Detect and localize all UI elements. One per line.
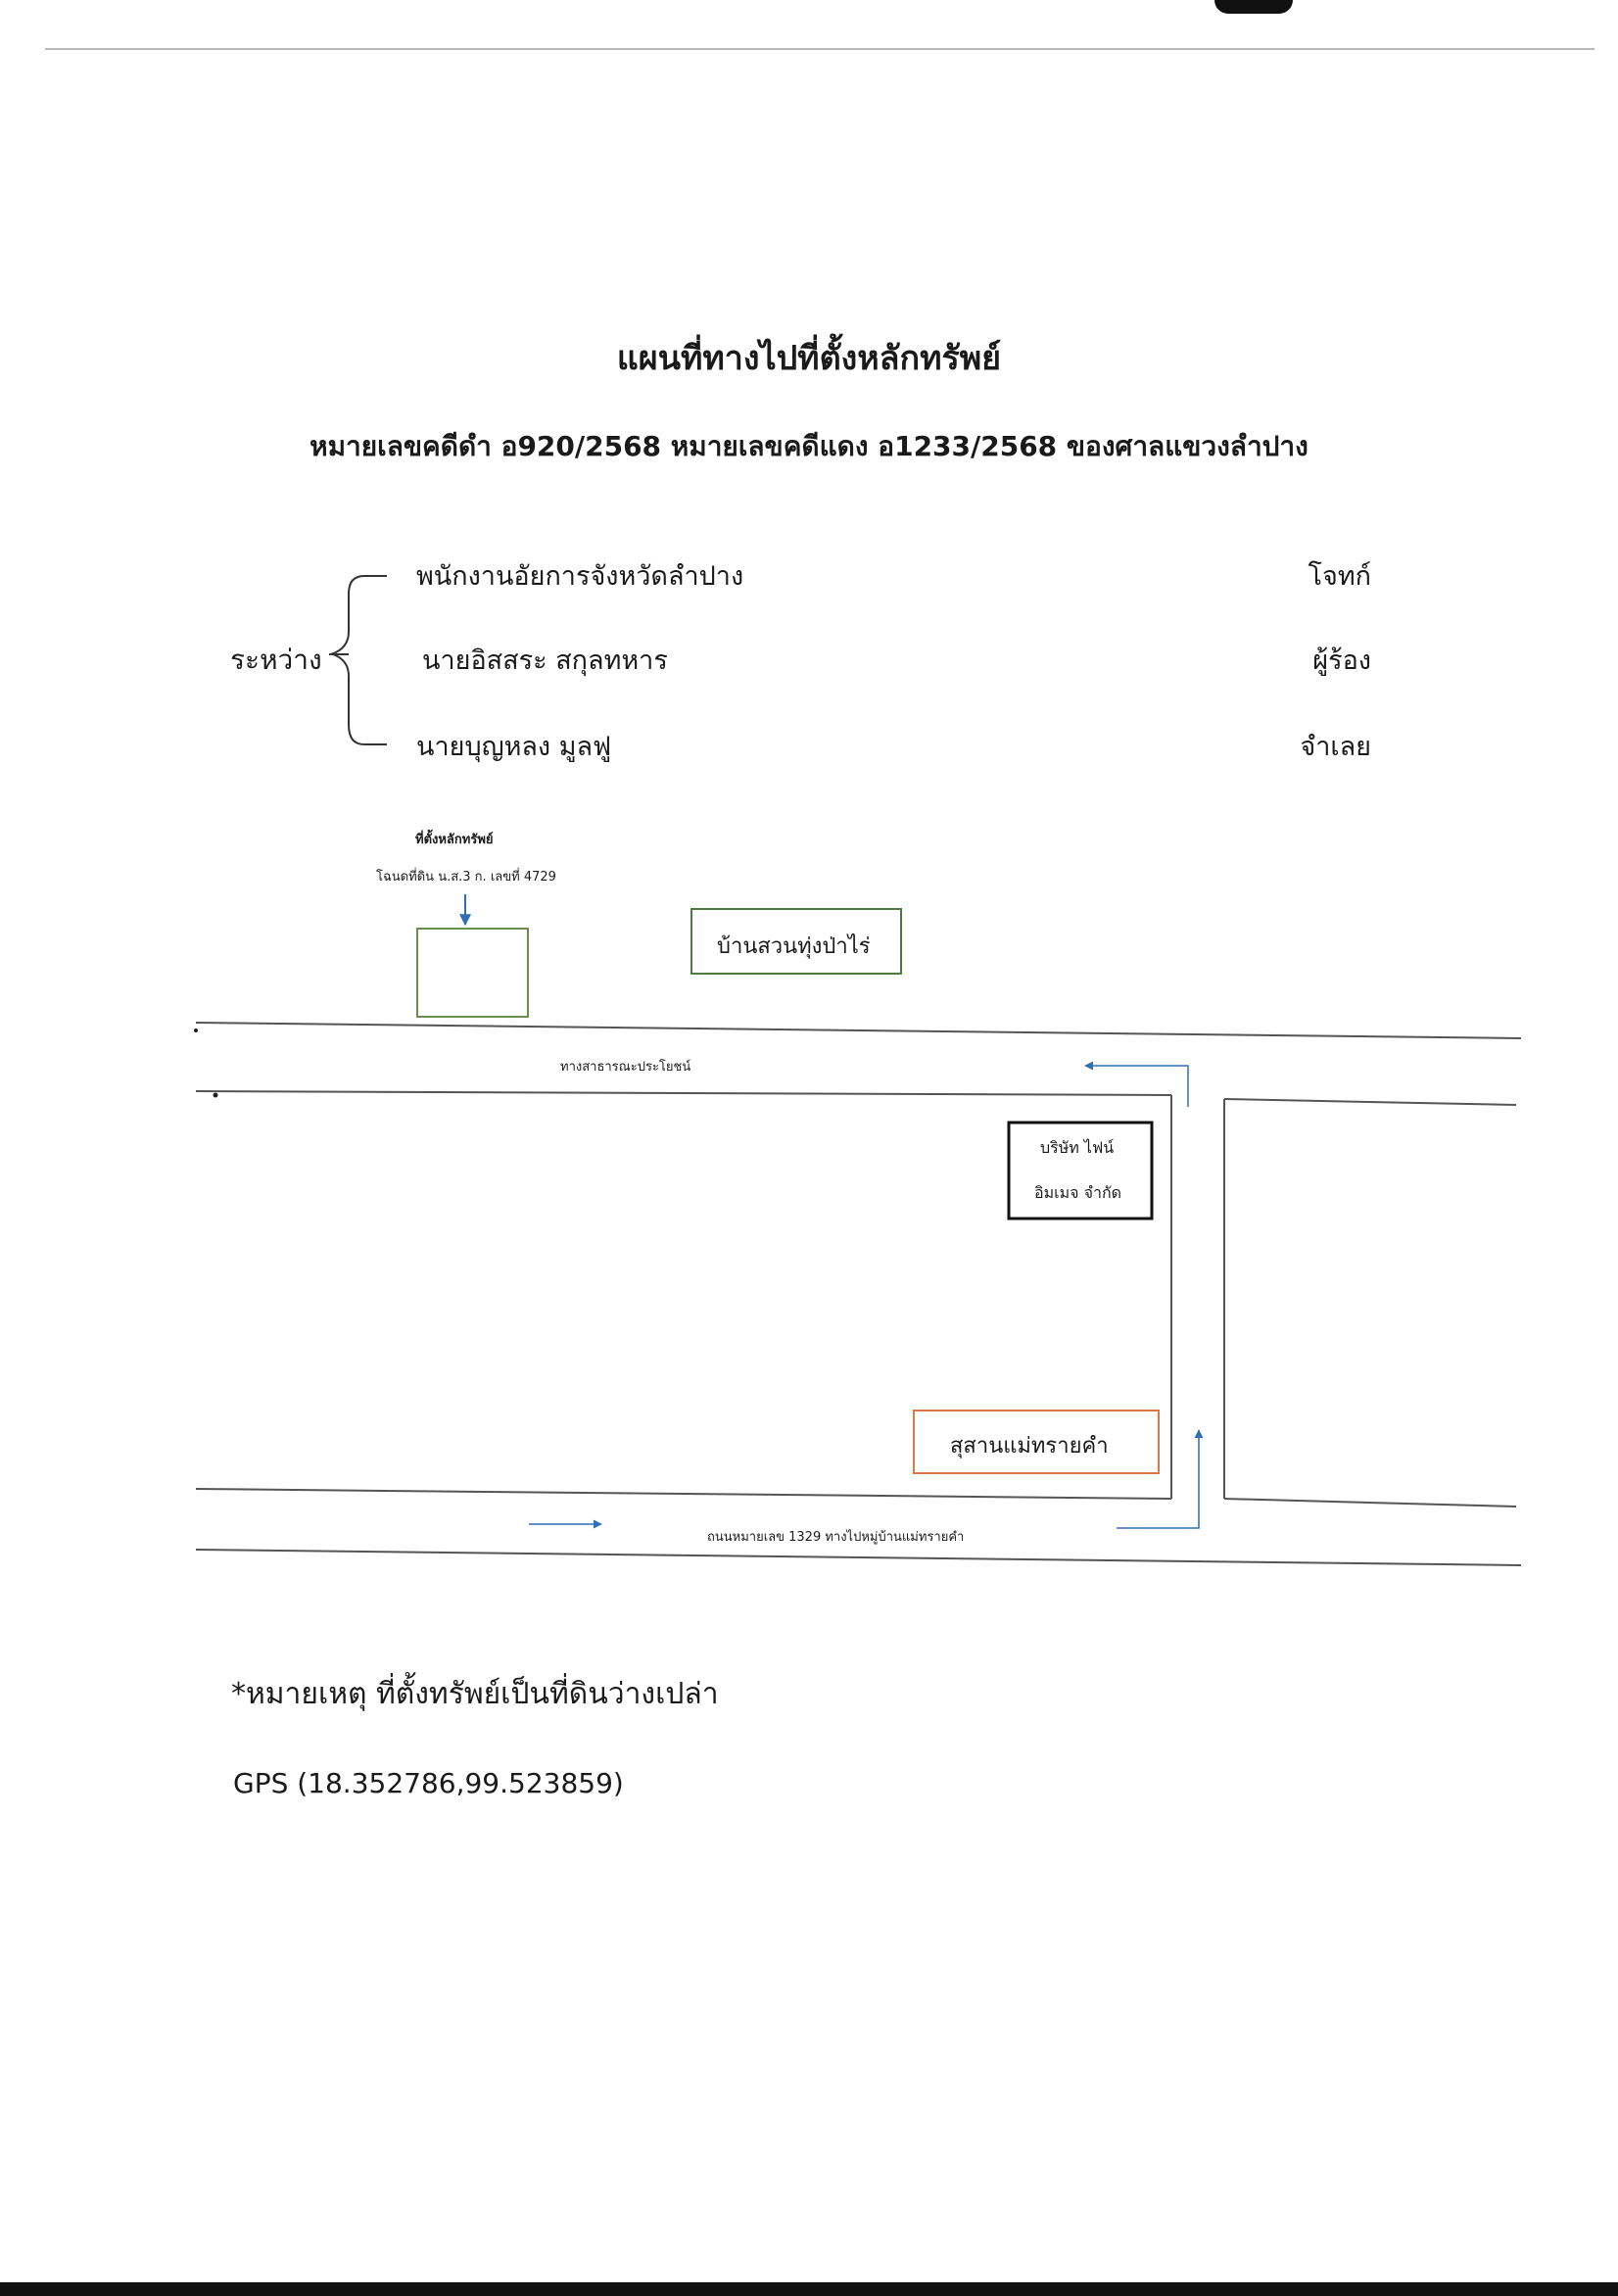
- party-petitioner-name: นายอิสสระ สกุลทหาร: [422, 646, 668, 676]
- site-deed-label: โฉนดที่ดิน น.ส.3 ก. เลขที่ 4729: [376, 870, 556, 885]
- note-text: *หมายเหตุ ที่ตั้งทรัพย์เป็นที่ดินว่างเปล…: [231, 1677, 719, 1711]
- suan-box: [690, 908, 902, 975]
- public-road-label: ทางสาธารณะประโยชน์: [560, 1060, 691, 1075]
- document-title: แผนที่ทางไปที่ตั้งหลักทรัพย์: [616, 339, 1002, 378]
- scan-dot: [213, 1092, 218, 1098]
- between-label: ระหว่าง: [230, 644, 322, 676]
- case-number-line: หมายเลขคดีดำ อ920/2568 หมายเลขคดีแดง อ12…: [309, 430, 1309, 462]
- route-arrow-up-connector: [1084, 1061, 1189, 1107]
- scan-edge: [0, 2282, 1618, 2296]
- gps-coordinates: GPS (18.352786,99.523859): [233, 1767, 624, 1799]
- site-box: [416, 928, 529, 1018]
- route-arrow-main-to-connector: [1117, 1429, 1204, 1529]
- top-rule: [45, 48, 1594, 50]
- cemetery-box: [913, 1410, 1160, 1474]
- cemetery-label: สุสานแม่ทรายคำ: [950, 1434, 1109, 1459]
- company-box: [1007, 1121, 1154, 1220]
- public-road-bottom-edge: [195, 1090, 1172, 1096]
- main-road-top-edge-right: [1223, 1498, 1517, 1507]
- scan-dot: [194, 1028, 198, 1032]
- main-road-label: ถนนหมายเลข 1329 ทางไปหมู่บ้านแม่ทรายคำ: [707, 1530, 965, 1545]
- party-petitioner-role: ผู้ร้อง: [1312, 646, 1371, 676]
- public-road-top-edge: [195, 1022, 1522, 1039]
- public-road-bottom-edge-right: [1223, 1098, 1517, 1106]
- main-road-top-edge: [195, 1488, 1172, 1500]
- party-plaintiff-role: โจทก์: [1308, 561, 1371, 592]
- main-road-bottom-edge: [195, 1549, 1522, 1566]
- company-line-1: บริษัท ไฟน์: [1040, 1138, 1115, 1157]
- suan-label: บ้านสวนทุ่งป่าไร่: [717, 934, 871, 959]
- site-label: ที่ตั้งหลักทรัพย์: [415, 833, 494, 847]
- party-plaintiff-name: พนักงานอัยการจังหวัดลำปาง: [416, 561, 744, 592]
- party-defendant-role: จำเลย: [1300, 732, 1371, 762]
- scan-mark: [1214, 0, 1293, 14]
- party-defendant-name: นายบุญหลง มูลฟู: [416, 732, 612, 762]
- company-line-2: อิมเมจ จำกัด: [1034, 1183, 1122, 1202]
